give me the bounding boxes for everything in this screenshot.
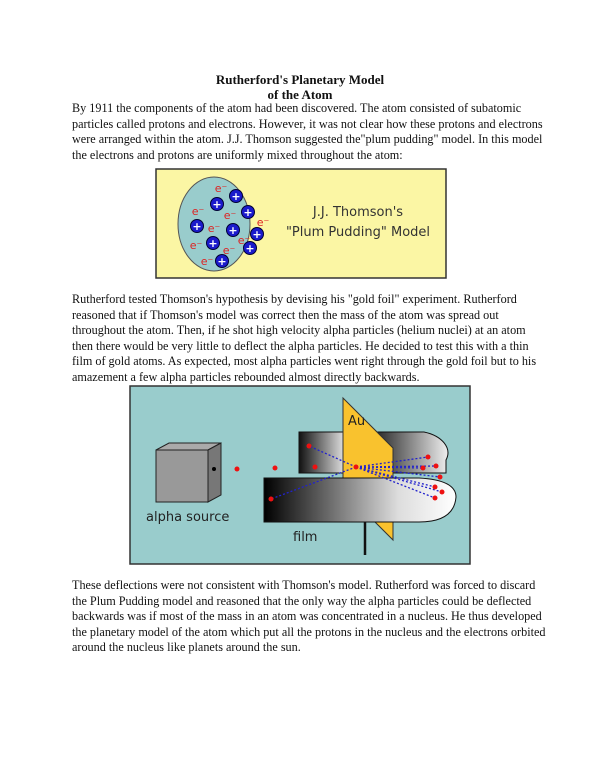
alpha-source-label: alpha source xyxy=(146,510,229,525)
page-title: Rutherford's Planetary Model of the Atom xyxy=(0,72,600,102)
text-line: throughout the atom. Then, if he shot hi… xyxy=(72,323,526,338)
alpha-source-box xyxy=(155,442,222,503)
proton-sign: + xyxy=(245,242,254,255)
proton-sign: + xyxy=(252,228,261,241)
electron-icon: e⁻ xyxy=(192,205,205,218)
proton-sign: + xyxy=(228,224,237,237)
electrons: e⁻e⁻e⁻e⁻e⁻e⁻e⁻e⁻e⁻ xyxy=(190,182,270,268)
title-line-2: of the Atom xyxy=(267,87,333,102)
figure1-caption-line-2: "Plum Pudding" Model xyxy=(286,225,430,240)
alpha-particles xyxy=(234,443,445,502)
electron-icon: e⁻ xyxy=(201,255,214,268)
foil-label: Au xyxy=(348,414,365,429)
protons: +++++++++ xyxy=(190,189,264,268)
text-line: By 1911 the components of the atom had b… xyxy=(72,101,522,115)
electron-icon: e⁻ xyxy=(215,182,228,195)
electron-icon: e⁻ xyxy=(257,216,270,229)
text-line: around the nucleus like planets around t… xyxy=(72,640,301,655)
figure1-caption-line-1: J.J. Thomson's xyxy=(312,205,403,220)
proton-icon xyxy=(226,223,240,237)
paragraph-intro: By 1911 the components of the atom had b… xyxy=(72,101,543,163)
text-line: the planetary model of the atom which pu… xyxy=(72,624,546,639)
text-line: particles called protons and electrons. … xyxy=(72,116,543,131)
text-line: amazement a few alpha particles rebounde… xyxy=(72,369,420,384)
proton-sign: + xyxy=(208,237,217,250)
text-line: reasoned that if Thomson's model was cor… xyxy=(72,307,499,322)
proton-icon xyxy=(241,205,255,219)
text-line: Rutherford tested Thomson's hypothesis b… xyxy=(72,292,517,306)
text-line: These deflections were not consistent wi… xyxy=(72,578,536,592)
proton-icon xyxy=(210,197,224,211)
text-line: the electrons and protons are uniformly … xyxy=(72,147,403,162)
plum-pudding-figure: +++++++++ e⁻e⁻e⁻e⁻e⁻e⁻e⁻e⁻e⁻ J.J. Thomso… xyxy=(155,168,447,285)
text-line: were arranged within the atom. J.J. Thom… xyxy=(72,132,543,147)
electron-icon: e⁻ xyxy=(208,222,221,235)
proton-icon xyxy=(243,241,257,255)
film-label: film xyxy=(293,530,317,545)
film-front xyxy=(263,477,457,523)
electron-icon: e⁻ xyxy=(224,209,237,222)
text-line: film of gold atoms. As expected, most al… xyxy=(72,354,537,369)
proton-icon xyxy=(250,227,264,241)
electron-icon: e⁻ xyxy=(223,244,236,257)
title-line-1: Rutherford's Planetary Model xyxy=(215,72,385,87)
gold-foil-experiment-figure: alpha source Au film xyxy=(129,385,471,571)
proton-sign: + xyxy=(243,206,252,219)
paragraph-conclusion: These deflections were not consistent wi… xyxy=(72,578,546,656)
electron-icon: e⁻ xyxy=(190,239,203,252)
paragraph-gold-foil: Rutherford tested Thomson's hypothesis b… xyxy=(72,292,536,386)
text-line: then there would be very little to defle… xyxy=(72,338,529,353)
proton-icon xyxy=(206,236,220,250)
alpha-paths xyxy=(270,445,443,500)
text-line: backwards was if most of the mass in an … xyxy=(72,609,542,624)
proton-sign: + xyxy=(231,190,240,203)
proton-icon xyxy=(229,189,243,203)
text-line: the Plum Pudding model and reasoned that… xyxy=(72,593,532,608)
electron-icon: e⁻ xyxy=(238,234,251,247)
proton-sign: + xyxy=(212,198,221,211)
proton-sign: + xyxy=(192,220,201,233)
proton-icon xyxy=(190,219,204,233)
proton-sign: + xyxy=(217,255,226,268)
proton-icon xyxy=(215,254,229,268)
